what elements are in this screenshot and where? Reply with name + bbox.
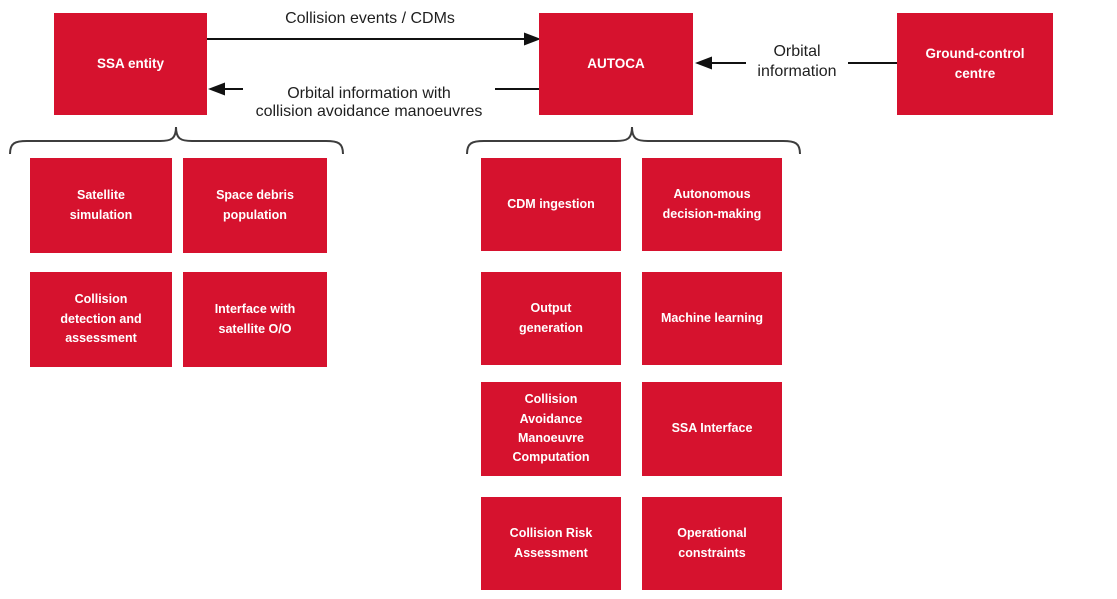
arrowhead-left-icon [208,82,225,96]
node-ground-control-centre: Ground-control centre [897,13,1053,115]
node-machine-learning: Machine learning [642,272,782,365]
node-autonomous-decision-making: Autonomous decision-making [642,158,782,251]
arrowhead-left-icon [695,56,712,70]
node-collision-avoidance-manoeuvre-computation: Collision Avoidance Manoeuvre Computatio… [481,382,621,476]
node-interface-satellite-oo: Interface with satellite O/O [183,272,327,367]
node-space-debris-population: Space debris population [183,158,327,253]
node-output-generation: Output generation [481,272,621,365]
ssa-group-brace [9,126,344,155]
node-operational-constraints: Operational constraints [642,497,782,590]
arrow-label-orbital-information: Orbital information [746,42,848,82]
arrowhead-right-icon [524,32,541,46]
node-autoca: AUTOCA [539,13,693,115]
arrow-label-orbital-info-with-cam: Orbital information with collision avoid… [243,85,495,121]
arrow-label-collision-events: Collision events / CDMs [258,9,482,28]
autoca-group-brace [466,126,801,155]
node-cdm-ingestion: CDM ingestion [481,158,621,251]
node-ssa-interface: SSA Interface [642,382,782,476]
node-ssa-entity: SSA entity [54,13,207,115]
node-collision-risk-assessment: Collision Risk Assessment [481,497,621,590]
node-collision-detection-assessment: Collision detection and assessment [30,272,172,367]
node-satellite-simulation: Satellite simulation [30,158,172,253]
